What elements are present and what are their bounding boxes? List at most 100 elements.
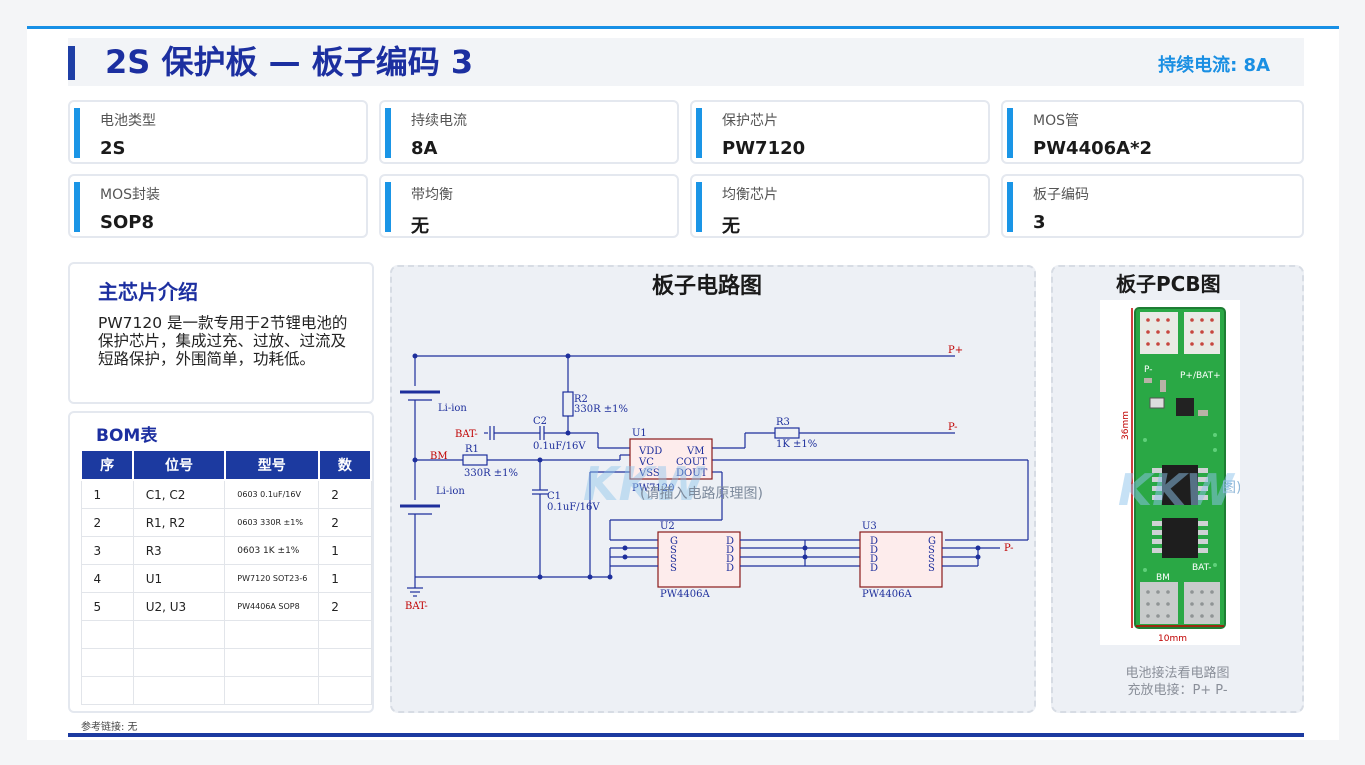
bom-cell: 2: [318, 508, 372, 537]
card-accent: [1007, 182, 1013, 232]
card-accent: [696, 182, 702, 232]
label-c1: C1: [547, 491, 561, 502]
card-accent: [385, 108, 391, 158]
bom-cell: 0603 1K ±1%: [224, 536, 320, 565]
pin-d: D: [870, 563, 878, 574]
bom-cell: 1: [318, 536, 372, 565]
pin-d: D: [870, 536, 878, 547]
label-li-ion-1: Li-ion: [438, 403, 467, 414]
label-r3-value: 1K ±1%: [776, 439, 817, 450]
bom-cell: 0603 0.1uF/16V: [224, 479, 320, 509]
pin-s: S: [670, 545, 677, 556]
header-current: 持续电流: 8A: [1158, 55, 1270, 76]
top-accent-line: [27, 26, 1339, 29]
pin-d: D: [726, 545, 734, 556]
bom-header-row: 序 位号 型号 数: [79, 449, 373, 481]
bom-cell: 3: [80, 536, 134, 565]
spec-label: 电池类型: [100, 113, 156, 129]
pcb-silk-pbat: P+/BAT+: [1180, 371, 1221, 381]
bom-cell: U2, U3: [132, 592, 226, 621]
bom-cell: 4: [80, 564, 134, 593]
card-accent: [385, 182, 391, 232]
spec-value: SOP8: [100, 212, 154, 233]
bom-cell: R3: [132, 536, 226, 565]
pin-g: G: [928, 536, 936, 547]
spec-value: 2S: [100, 138, 126, 159]
spec-label: 带均衡: [411, 187, 453, 203]
circuit-placeholder: (请插入电路原理图): [640, 486, 763, 502]
bom-cell: R1, R2: [132, 508, 226, 537]
circuit-title: 板子电路图: [652, 274, 763, 299]
spec-label: 均衡芯片: [722, 187, 778, 203]
header-accent-bar: [68, 46, 75, 80]
bom-cell: 0603 330R ±1%: [224, 508, 320, 537]
label-bm: BM: [430, 451, 448, 462]
label-c2-value: 0.1uF/16V: [533, 441, 586, 452]
label-r1: R1: [465, 444, 479, 455]
label-c2: C2: [533, 416, 547, 427]
pcb-dim-height: 36mm: [1121, 411, 1131, 440]
pin-s: S: [928, 554, 935, 565]
pcb-title: 板子PCB图: [1116, 272, 1221, 296]
pcb-placeholder: 图): [1222, 480, 1240, 496]
spec-card-balance-chip: 均衡芯片无: [690, 174, 990, 238]
bom-cell: PW4406A SOP8: [224, 592, 320, 621]
card-accent: [696, 108, 702, 158]
bom-cell: C1, C2: [132, 479, 226, 509]
bom-cell: 5: [80, 592, 134, 621]
label-p-plus: P+: [948, 345, 963, 356]
label-u3: U3: [862, 521, 877, 532]
label-r2-value: 330R ±1%: [574, 404, 628, 415]
spec-card-balance: 带均衡无: [379, 174, 679, 238]
label-bat-minus-gnd: BAT-: [405, 601, 428, 612]
label-r1-value: 330R ±1%: [464, 468, 518, 479]
table-row-empty: [80, 620, 372, 649]
bottom-accent-line: [68, 733, 1304, 737]
card-accent: [74, 108, 80, 158]
pin-vdd: VDD: [638, 446, 662, 457]
pcb-caption-2: 充放电接：P+ P-: [1127, 683, 1228, 698]
pin-dout: DOUT: [676, 468, 708, 479]
pin-d: D: [726, 554, 734, 565]
bom-cell: 1: [318, 564, 372, 593]
circuit-panel: [390, 265, 1036, 713]
bom-title: BOM表: [96, 426, 158, 446]
bom-header: 数: [317, 449, 373, 481]
label-li-ion-2: Li-ion: [436, 486, 465, 497]
pin-s: S: [928, 545, 935, 556]
pin-vss: VSS: [638, 468, 660, 479]
intro-text: PW7120 是一款专用于2节锂电池的保护芯片，集成过充、过放、过流及短路保护，…: [98, 314, 348, 368]
label-bat-minus: BAT-: [455, 429, 478, 440]
bom-cell: PW7120 SOT23-6: [224, 564, 320, 593]
circuit-schematic: P+ P- P- BAT- BAT- BM Li-ion Li-ion R1 3…: [400, 345, 1029, 612]
table-row-empty: [80, 676, 372, 705]
pcb-silk-p: P-: [1144, 365, 1152, 375]
pin-s: S: [670, 563, 677, 574]
spec-value: PW4406A*2: [1033, 138, 1153, 159]
table-row-empty: [80, 648, 372, 677]
pin-d: D: [726, 536, 734, 547]
label-u1-name: PW7120: [632, 483, 674, 494]
spec-label: MOS封装: [100, 187, 160, 203]
bom-cell: 2: [318, 479, 372, 509]
pin-vm: VM: [686, 446, 704, 457]
label-p-minus-2: P-: [1004, 543, 1014, 554]
pin-d: D: [726, 563, 734, 574]
label-c1-value: 0.1uF/16V: [547, 502, 600, 513]
spec-value: 8A: [411, 138, 438, 159]
label-u3-part: PW4406A: [862, 589, 912, 600]
spec-label: 持续电流: [411, 113, 467, 129]
footer-reference: 参考链接: 无: [81, 722, 138, 733]
card-accent: [1007, 108, 1013, 158]
pin-s: S: [670, 554, 677, 565]
spec-value: PW7120: [722, 138, 806, 159]
label-u2-part: PW4406A: [660, 589, 710, 600]
pin-s: S: [928, 563, 935, 574]
